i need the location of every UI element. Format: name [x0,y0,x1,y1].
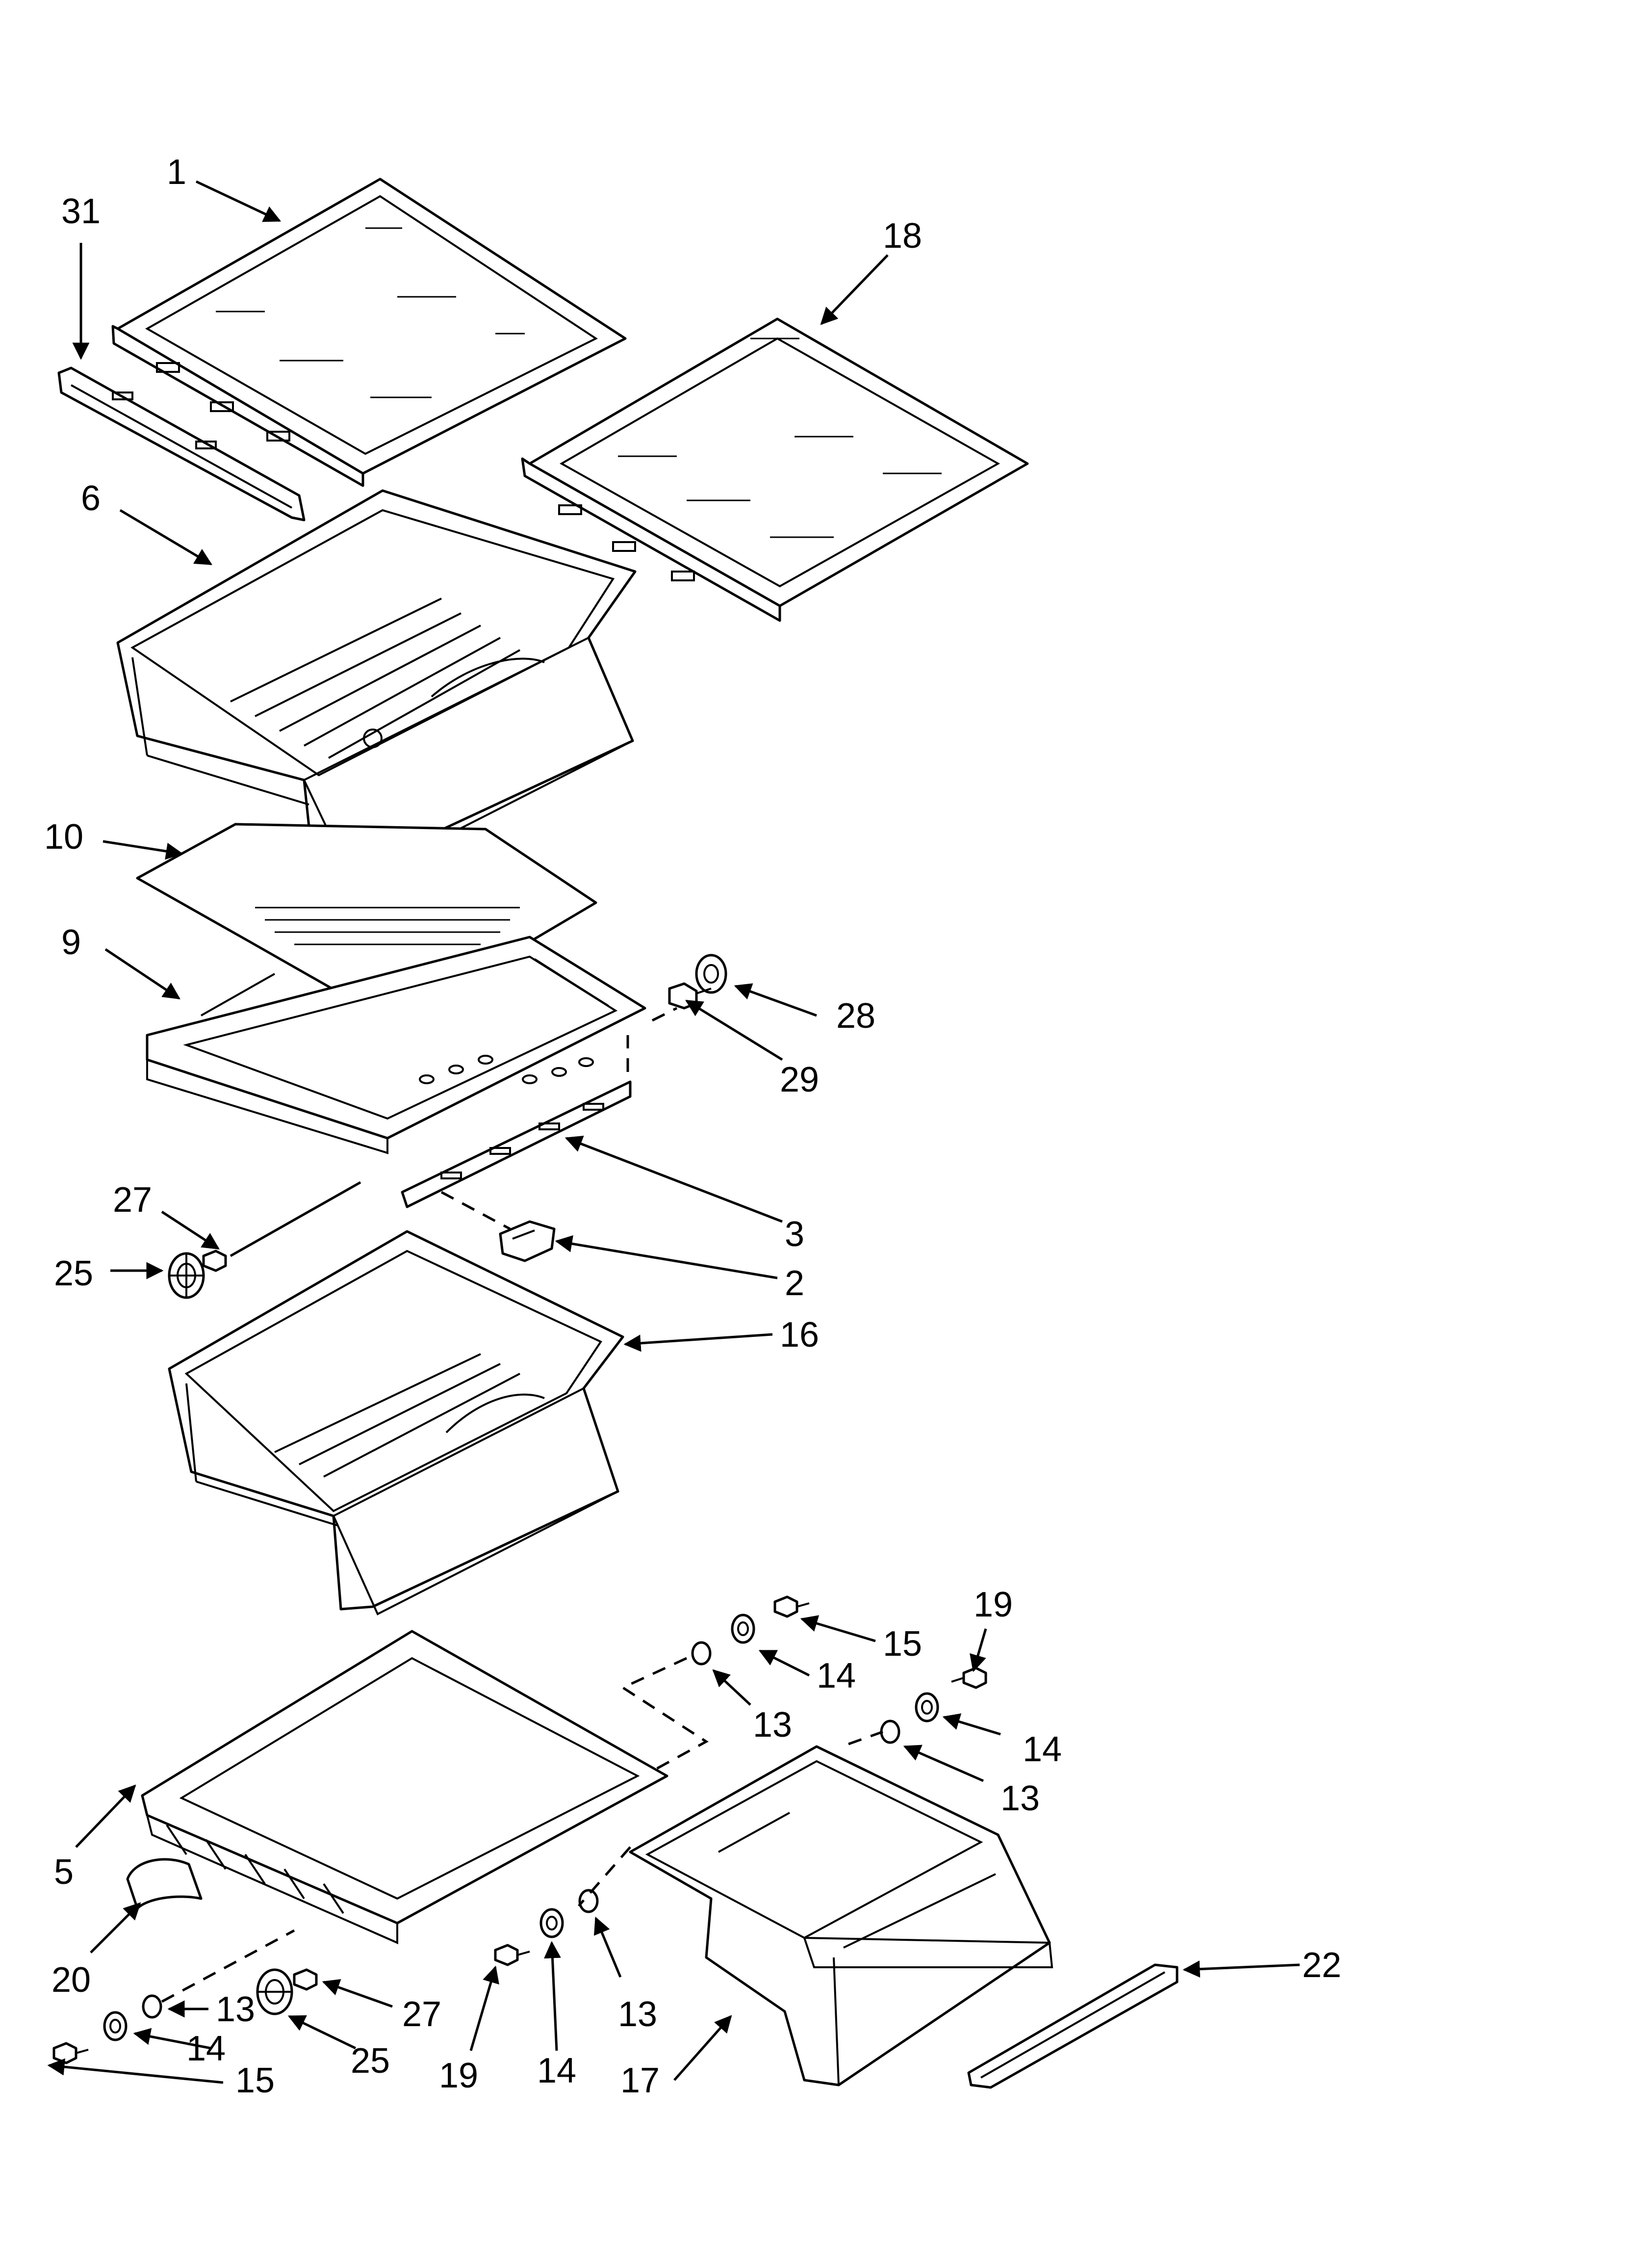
bushing-part-13-b [880,1720,900,1744]
bushing-part-13-c [578,1889,599,1913]
callout-3: 3 [785,1215,804,1254]
callout-19-lower: 19 [439,2056,478,2095]
callout-10: 10 [44,817,83,857]
callout-29: 29 [780,1060,819,1099]
crisper-drawer-part-16 [168,1230,624,1616]
callout-1: 1 [167,153,186,192]
callout-20: 20 [51,1960,91,2000]
callout-25-lower: 25 [351,2041,390,2081]
shelf-rail-part-31 [57,366,306,521]
callout-27-lower: 27 [402,1995,441,2034]
screw-part-15-upper [773,1595,810,1618]
callout-17: 17 [620,2061,660,2100]
screw-part-19-upper [951,1667,987,1689]
callout-31: 31 [61,192,101,231]
callout-28: 28 [836,996,875,1036]
callout-14-d: 14 [537,2051,576,2090]
callout-2: 2 [785,1264,804,1303]
roller-part-28 [695,954,727,994]
roller-part-25-lower [256,1968,293,2015]
lower-frame-part-5 [141,1630,668,1945]
callout-15-upper: 15 [883,1624,922,1664]
callout-13-a: 13 [753,1705,792,1745]
cap-part-20 [126,1858,203,1910]
washer-part-14-d [103,2011,128,2041]
washer-part-14-b [915,1692,939,1722]
crisper-cover-frame-part-9 [146,936,646,1154]
roller-part-25-upper [168,1252,205,1299]
control-bar-part-3 [401,1080,632,1208]
pan-drawer-part-17 [629,1745,1053,2086]
callout-14-a: 14 [817,1656,856,1695]
leader-lines [47,180,1300,2084]
callout-13-c: 13 [216,1990,255,2029]
callout-15-lower: 15 [235,2061,275,2100]
callout-labels: 1 31 18 6 10 9 28 29 27 25 3 2 16 15 19 … [44,153,1341,2100]
callout-19-upper: 19 [974,1585,1013,1624]
screw-part-19-lower [494,1944,530,1966]
callout-16: 16 [780,1315,819,1355]
washer-part-14-c [539,1908,564,1938]
callout-27-upper: 27 [113,1180,152,1220]
bushing-part-13-d [142,1994,162,2019]
callout-14-b: 14 [1023,1730,1062,1769]
washer-part-14-a [731,1614,755,1644]
glass-shelf-part-1 [111,178,627,487]
cover-sheet-part-10 [136,823,597,1024]
screw-part-27-upper [202,1250,227,1272]
callout-6: 6 [81,479,101,518]
screw-part-27-lower [293,1968,318,1991]
screw-part-15-lower [52,2042,89,2064]
callout-13-d: 13 [618,1995,657,2034]
callout-9: 9 [61,923,81,962]
callout-22: 22 [1302,1946,1341,1985]
callout-13-b: 13 [1001,1779,1040,1818]
callout-5: 5 [54,1852,74,1892]
bushing-part-13-a [691,1641,712,1666]
handle-trim-part-22 [967,1963,1179,2089]
slide-control-part-2 [499,1220,556,1262]
callout-25-upper: 25 [54,1254,93,1293]
crisper-drawer-part-6 [116,489,637,885]
assembly-lines [161,1007,883,2003]
callout-18: 18 [883,216,922,256]
callout-14-c: 14 [186,2029,226,2068]
glass-shelf-part-18 [521,317,1029,622]
